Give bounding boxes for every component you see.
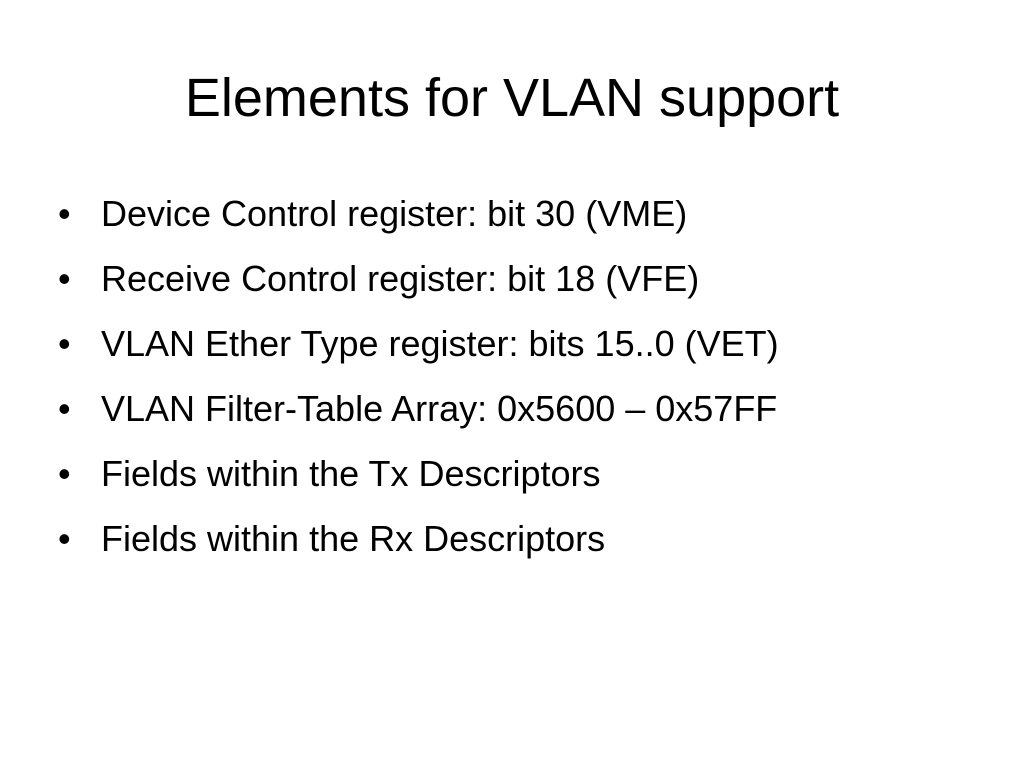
bullet-text: Device Control register: bit 30 (VME) <box>101 193 688 234</box>
bullet-text: VLAN Filter-Table Array: 0x5600 – 0x57FF <box>101 388 778 429</box>
slide-title: Elements for VLAN support <box>184 68 840 128</box>
bullet-item: • Device Control register: bit 30 (VME) <box>58 186 998 251</box>
bullet-text: Fields within the Rx Descriptors <box>101 518 606 559</box>
bullet-icon: • <box>58 518 71 559</box>
bullet-icon: • <box>58 323 71 364</box>
bullet-icon: • <box>58 193 71 234</box>
bullet-item: • VLAN Filter-Table Array: 0x5600 – 0x57… <box>58 381 998 446</box>
bullet-list: • Device Control register: bit 30 (VME) … <box>58 186 998 576</box>
bullet-text: Receive Control register: bit 18 (VFE) <box>101 258 700 299</box>
bullet-item: • Receive Control register: bit 18 (VFE) <box>58 251 998 316</box>
bullet-item: • VLAN Ether Type register: bits 15..0 (… <box>58 316 998 381</box>
bullet-text: VLAN Ether Type register: bits 15..0 (VE… <box>101 323 779 364</box>
bullet-icon: • <box>58 388 71 429</box>
bullet-item: • Fields within the Tx Descriptors <box>58 446 998 511</box>
bullet-icon: • <box>58 453 71 494</box>
bullet-icon: • <box>58 258 71 299</box>
bullet-text: Fields within the Tx Descriptors <box>101 453 601 494</box>
bullet-item: • Fields within the Rx Descriptors <box>58 511 998 576</box>
